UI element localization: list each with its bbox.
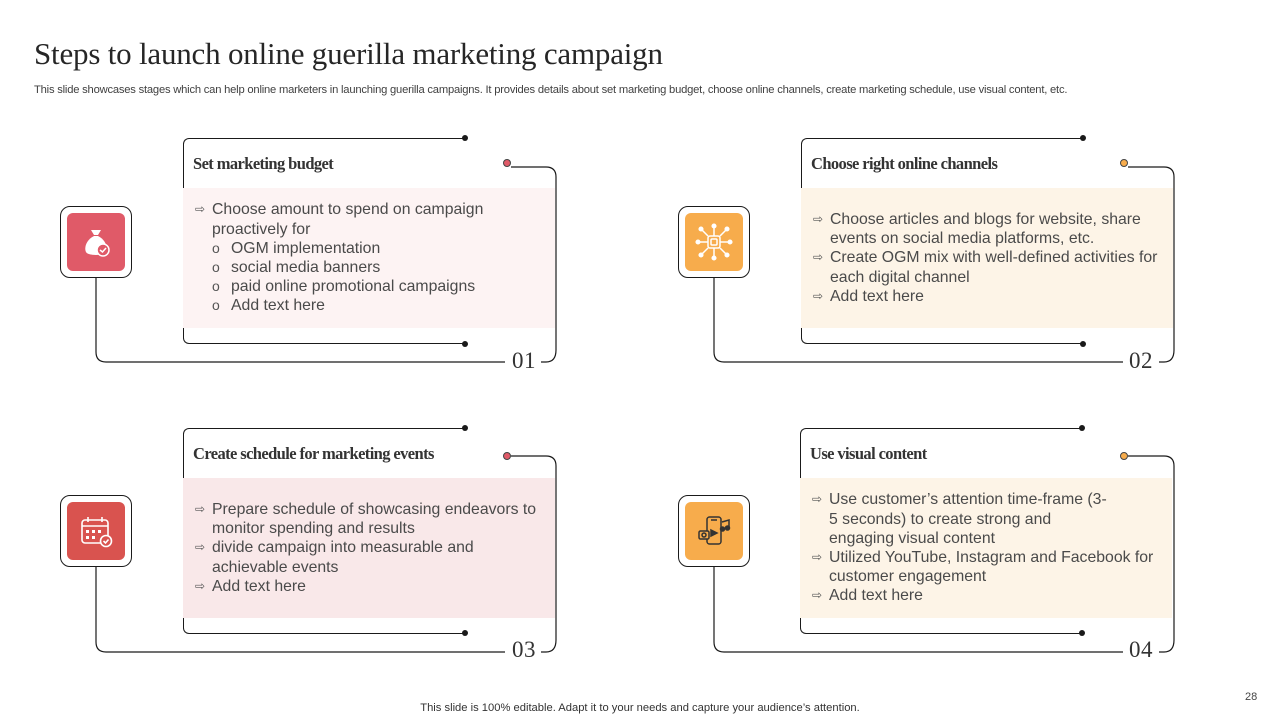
smartphone-media-icon xyxy=(685,502,743,560)
step-heading: Use visual content xyxy=(810,444,927,463)
sub-item: o Add text here xyxy=(212,297,325,315)
sub-item: o social media banners xyxy=(212,259,381,276)
line-end-dot xyxy=(462,425,468,431)
arrow-bullet-icon: ⇨ xyxy=(813,250,824,265)
bullet-item: ⇨ Prepare schedule of showcasing endeavo… xyxy=(195,500,537,538)
calendar-icon xyxy=(67,502,125,560)
money-bag-icon xyxy=(67,213,125,271)
bullet-item: ⇨ Add text here xyxy=(812,587,923,605)
slide-footer: This slide is 100% editable. Adapt it to… xyxy=(420,702,860,714)
heading-marker-dot xyxy=(503,452,511,460)
circle-bullet-icon: o xyxy=(212,297,220,314)
bullet-item: ⇨ Utilized YouTube, Instagram and Facebo… xyxy=(812,549,1154,586)
line-end-dot xyxy=(462,341,468,347)
bullet-item: ⇨ Add text here xyxy=(195,577,306,595)
arrow-bullet-icon: ⇨ xyxy=(195,501,206,516)
step-heading: Create schedule for marketing events xyxy=(193,444,434,463)
step-number: 02 xyxy=(1129,348,1153,373)
circle-bullet-icon: o xyxy=(212,278,220,295)
step-body: ⇨ Choose articles and blogs for website,… xyxy=(801,188,1173,328)
circle-bullet-icon: o xyxy=(212,239,220,256)
step-heading: Set marketing budget xyxy=(193,154,334,173)
arrow-bullet-icon: ⇨ xyxy=(812,588,823,603)
heading-marker-dot xyxy=(1120,452,1128,460)
step-icon-frame xyxy=(60,206,132,278)
step-card-1: Set marketing budget ⇨ Choose amount to … xyxy=(183,135,555,347)
arrow-bullet-icon: ⇨ xyxy=(195,540,206,555)
sub-item: o OGM implementation xyxy=(212,239,381,257)
step-icon-frame xyxy=(60,495,132,567)
slide-subtitle: This slide showcases stages which can he… xyxy=(34,84,1068,96)
page-number: 28 xyxy=(1245,691,1258,703)
step-body: ⇨ Use customer’s attention time-frame (3… xyxy=(800,478,1172,618)
line-end-dot xyxy=(1079,630,1085,636)
bullet-item: ⇨ Use customer’s attention time-frame (3… xyxy=(812,491,1107,547)
bullet-item: ⇨ Add text here xyxy=(813,287,924,305)
step-number: 03 xyxy=(512,637,536,662)
step-body: ⇨ Prepare schedule of showcasing endeavo… xyxy=(183,478,555,618)
heading-marker-dot xyxy=(503,159,511,167)
line-end-dot xyxy=(1080,135,1086,141)
line-end-dot xyxy=(1079,425,1085,431)
step-heading: Choose right online channels xyxy=(811,154,998,173)
step-icon-frame xyxy=(678,495,750,567)
arrow-bullet-icon: ⇨ xyxy=(812,492,823,507)
line-end-dot xyxy=(1080,341,1086,347)
bullet-item: ⇨ divide campaign into measurable and ac… xyxy=(195,539,474,576)
arrow-bullet-icon: ⇨ xyxy=(812,550,823,564)
step-icon-frame xyxy=(678,206,750,278)
arrow-bullet-icon: ⇨ xyxy=(195,578,206,593)
step-card-4: Use visual content ⇨ Use customer’s atte… xyxy=(800,425,1172,636)
heading-marker-dot xyxy=(1120,159,1128,167)
line-end-dot xyxy=(462,135,468,141)
arrow-bullet-icon: ⇨ xyxy=(813,211,824,226)
circle-bullet-icon: o xyxy=(212,259,220,275)
arrow-bullet-icon: ⇨ xyxy=(813,288,824,303)
step-number: 04 xyxy=(1129,637,1153,662)
slide-title: Steps to launch online guerilla marketin… xyxy=(34,36,663,71)
step-number: 01 xyxy=(512,348,536,373)
sub-item: o paid online promotional campaigns xyxy=(212,278,476,296)
line-end-dot xyxy=(462,630,468,636)
step-body: ⇨ Choose amount to spend on campaign pro… xyxy=(183,188,555,328)
step-card-2: Choose right online channels ⇨ Choose ar… xyxy=(801,135,1173,347)
arrow-bullet-icon: ⇨ xyxy=(195,202,206,217)
bullet-item: ⇨ Choose articles and blogs for website,… xyxy=(813,210,1141,248)
bullet-item: ⇨ Choose amount to spend on campaign pro… xyxy=(195,201,484,238)
bullet-item: ⇨ Create OGM mix with well-defined activ… xyxy=(813,249,1158,286)
network-hub-icon xyxy=(685,213,743,271)
step-card-3: Create schedule for marketing events ⇨ P… xyxy=(183,425,555,636)
